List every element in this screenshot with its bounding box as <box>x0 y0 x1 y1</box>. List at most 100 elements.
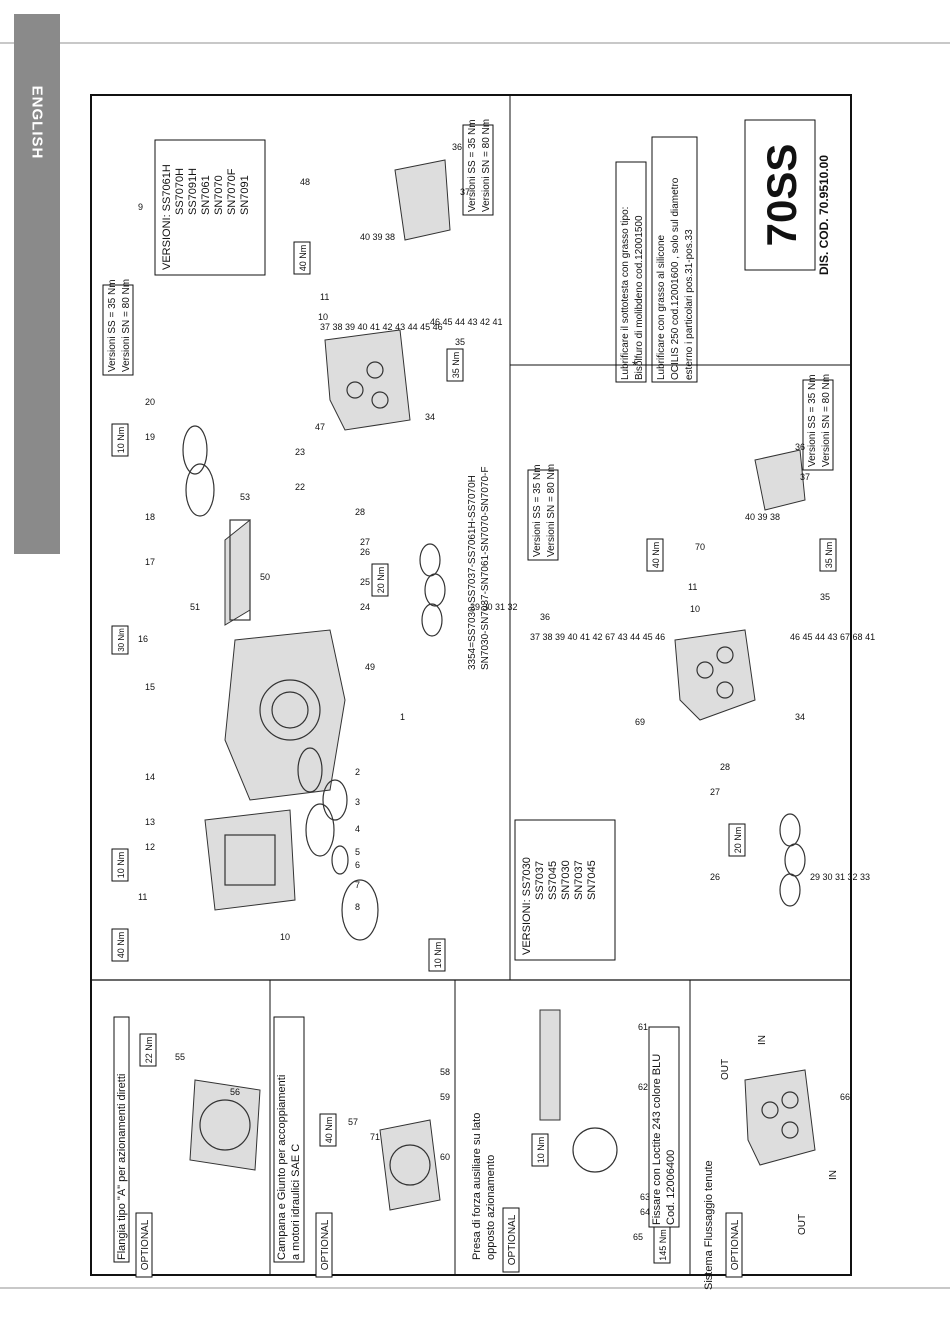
lube-note-1: Lubrificare il sottotesta con grasso tip… <box>620 207 631 380</box>
svg-text:4: 4 <box>355 824 360 834</box>
svg-text:35: 35 <box>820 592 830 602</box>
model-plate: 70SS <box>744 119 816 271</box>
svg-text:37 38 39 40 41 42 43 44 45 46: 37 38 39 40 41 42 43 44 45 46 <box>320 322 443 332</box>
range-label: 3354=SS7030-SS7037-SS7061H-SS7070H <box>467 475 478 670</box>
svg-text:27: 27 <box>710 787 720 797</box>
svg-text:59: 59 <box>440 1092 450 1102</box>
opt3-label: OPTIONAL <box>507 1214 518 1265</box>
svg-text:10 Nm: 10 Nm <box>116 852 126 879</box>
lube-note-2c: esterno i particolari pos.31-pos.33 <box>684 229 695 380</box>
svg-text:22: 22 <box>295 482 305 492</box>
drawing-code: DIS. COD. 70.9510.00 <box>817 155 831 275</box>
svg-text:56: 56 <box>230 1087 240 1097</box>
torque-box-mid: Versioni SS = 35 Nm Versioni SN = 80 Nm <box>527 464 559 561</box>
exploded-drawing-frame <box>90 94 852 1276</box>
svg-text:SN7030: SN7030 <box>560 860 572 900</box>
svg-text:Versioni SN = 80 Nm: Versioni SN = 80 Nm <box>546 464 557 557</box>
footer-rule <box>0 1287 950 1289</box>
svg-text:36: 36 <box>795 442 805 452</box>
svg-text:17: 17 <box>145 557 155 567</box>
svg-text:Versioni SS = 35 Nm: Versioni SS = 35 Nm <box>467 119 478 212</box>
svg-text:10 Nm: 10 Nm <box>536 1137 546 1164</box>
svg-text:35: 35 <box>455 337 465 347</box>
svg-text:53: 53 <box>240 492 250 502</box>
svg-text:60: 60 <box>440 1152 450 1162</box>
lube-note-2: Lubrificare con grasso al silicone <box>656 234 667 380</box>
svg-text:145 Nm: 145 Nm <box>658 1229 668 1261</box>
svg-text:48: 48 <box>300 177 310 187</box>
pump-head-bottom <box>674 629 756 721</box>
svg-text:25: 25 <box>360 577 370 587</box>
svg-text:SN7070: SN7070 <box>213 175 225 215</box>
svg-text:40 Nm: 40 Nm <box>116 932 126 959</box>
svg-text:35 Nm: 35 Nm <box>824 542 834 569</box>
lube-star: * <box>632 357 638 373</box>
lube-note-2b: OCILIS 250 cod.12001600 , solo sul diame… <box>670 177 681 380</box>
svg-text:40 39 38: 40 39 38 <box>360 232 395 242</box>
opt1-title: Flangia tipo "A" per azionamenti diretti <box>116 1074 128 1260</box>
opt3-note: Fissare con Loctite 243 colore BLU <box>651 1054 663 1225</box>
svg-text:28: 28 <box>355 507 365 517</box>
svg-text:5: 5 <box>355 847 360 857</box>
opt2-label: OPTIONAL <box>320 1219 331 1270</box>
svg-text:46 45 44 43 42 41: 46 45 44 43 42 41 <box>430 317 503 327</box>
opt1-label: OPTIONAL <box>140 1219 151 1270</box>
opt2-title-b: a motori idraulici SAE C <box>290 1144 302 1260</box>
svg-text:8: 8 <box>355 902 360 912</box>
out-label: OUT <box>720 1059 731 1080</box>
bearing-rings <box>182 425 379 941</box>
svg-text:55: 55 <box>175 1052 185 1062</box>
optional-bell <box>379 1119 441 1211</box>
svg-text:18: 18 <box>145 512 155 522</box>
svg-text:70: 70 <box>695 542 705 552</box>
svg-text:63: 63 <box>640 1192 650 1202</box>
optional-flange <box>189 1079 261 1171</box>
opt3-note-b: Cod. 12006400 <box>665 1150 677 1225</box>
svg-text:3: 3 <box>355 797 360 807</box>
svg-text:29 30 31 32: 29 30 31 32 <box>470 602 518 612</box>
svg-text:20: 20 <box>145 397 155 407</box>
svg-text:62: 62 <box>638 1082 648 1092</box>
svg-text:Versioni SS = 35 Nm: Versioni SS = 35 Nm <box>107 279 118 372</box>
model-title: 70SS <box>758 144 805 247</box>
svg-text:69: 69 <box>635 717 645 727</box>
optional-sections: Flangia tipo "A" per azionamenti diretti… <box>113 1016 839 1290</box>
opt3-title-b: opposto azionamento <box>485 1155 497 1260</box>
svg-text:VERSIONI: SS7061H: VERSIONI: SS7061H <box>161 164 173 270</box>
svg-text:10 Nm: 10 Nm <box>433 942 443 969</box>
svg-text:66: 66 <box>840 1092 850 1102</box>
header-rule <box>0 42 950 44</box>
language-tab: ENGLISH <box>14 14 60 554</box>
svg-text:64: 64 <box>640 1207 650 1217</box>
svg-text:SN7061: SN7061 <box>200 175 212 215</box>
svg-text:50: 50 <box>260 572 270 582</box>
optional-pto <box>539 1009 618 1173</box>
piston-seals <box>419 543 806 907</box>
svg-text:SN7037: SN7037 <box>573 860 585 900</box>
svg-text:46 45 44 43 67 68 41: 46 45 44 43 67 68 41 <box>790 632 875 642</box>
svg-text:30 Nm: 30 Nm <box>117 628 126 652</box>
svg-text:7: 7 <box>355 880 360 890</box>
svg-text:10: 10 <box>690 604 700 614</box>
svg-text:1: 1 <box>400 712 405 722</box>
svg-text:24: 24 <box>360 602 370 612</box>
svg-text:65: 65 <box>633 1232 643 1242</box>
pump-head-top <box>324 329 411 431</box>
svg-text:15: 15 <box>145 682 155 692</box>
svg-text:49: 49 <box>365 662 375 672</box>
opt2-title: Campana e Giunto per accoppiamenti <box>276 1075 288 1260</box>
svg-text:61: 61 <box>638 1022 648 1032</box>
svg-text:SS7091H: SS7091H <box>187 168 199 215</box>
svg-text:10: 10 <box>280 932 290 942</box>
svg-text:11: 11 <box>320 292 329 302</box>
lube-note-1b: Bisolfuro di molibdeno cod.12001500 <box>634 215 645 380</box>
svg-text:10 Nm: 10 Nm <box>116 427 126 454</box>
svg-text:37: 37 <box>460 187 470 197</box>
svg-text:40 39 38: 40 39 38 <box>745 512 780 522</box>
svg-text:13: 13 <box>145 817 155 827</box>
svg-text:Versioni SN = 80 Nm: Versioni SN = 80 Nm <box>481 119 492 212</box>
torque-box-top: Versioni SS = 35 Nm Versioni SN = 80 Nm <box>462 119 494 216</box>
svg-text:9: 9 <box>138 202 143 212</box>
svg-text:27: 27 <box>360 537 370 547</box>
